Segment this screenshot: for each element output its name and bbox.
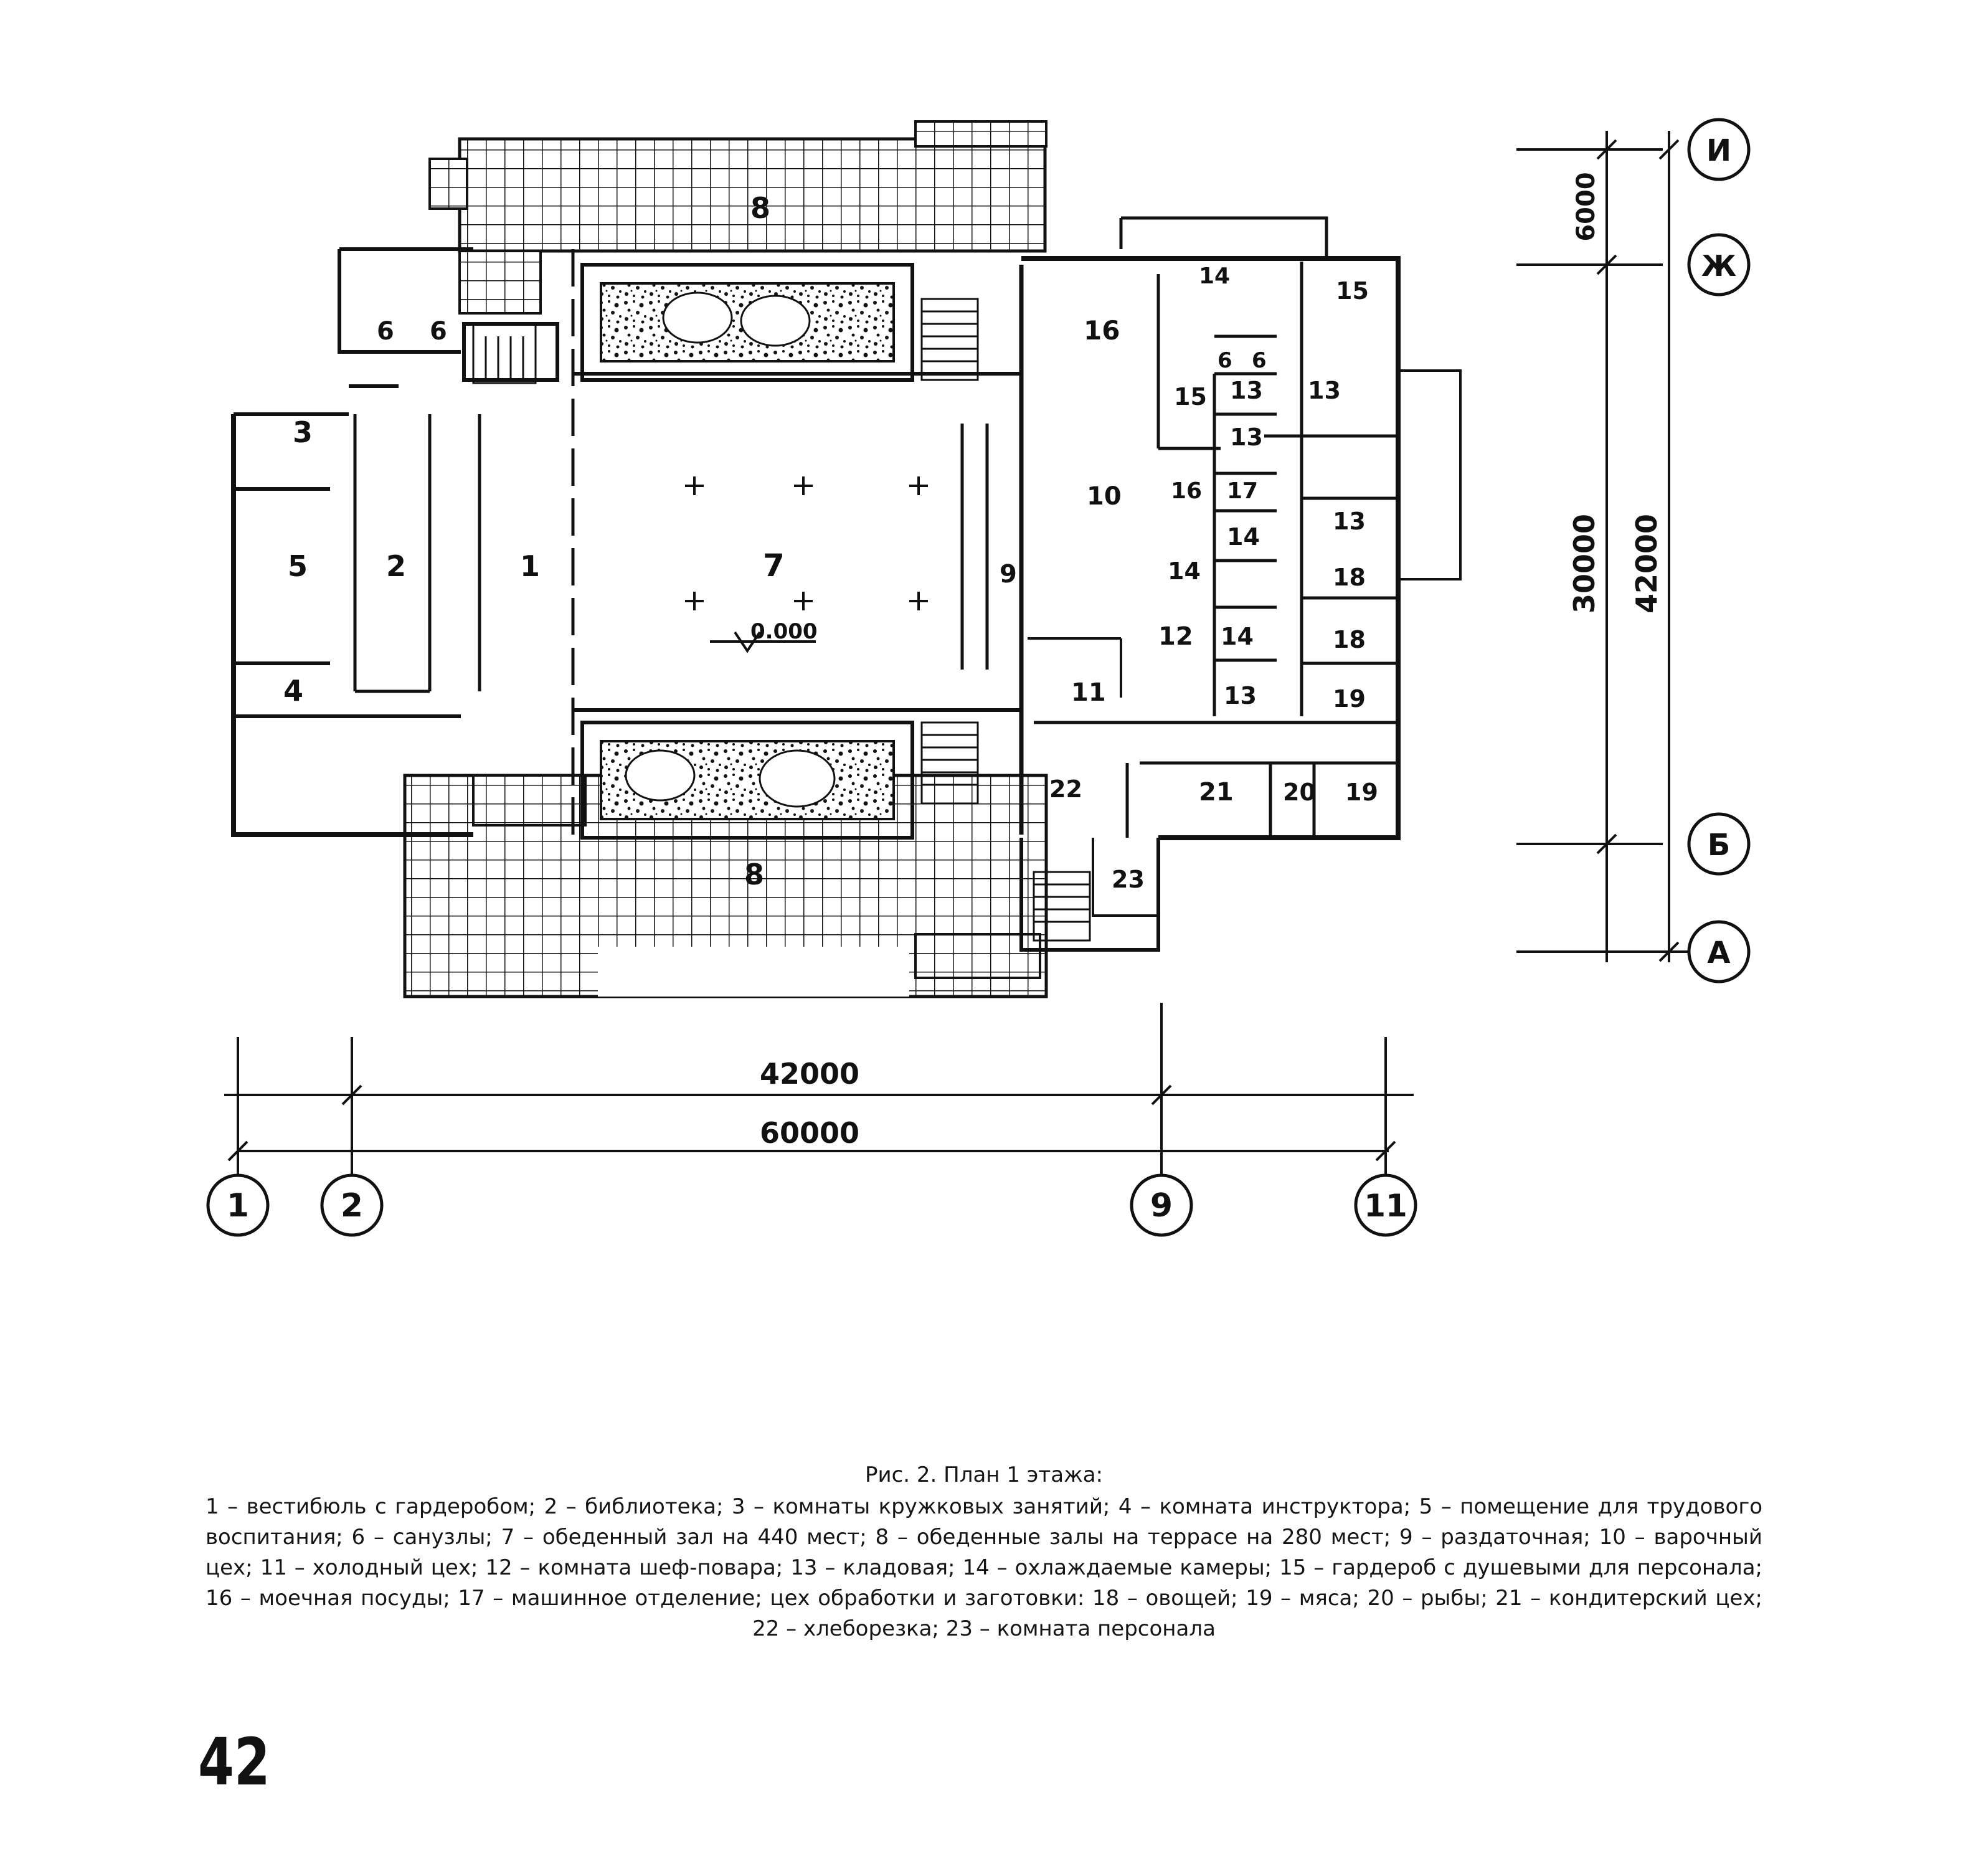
room-label-16b: 16: [1171, 478, 1202, 504]
room-label-11: 11: [1071, 678, 1106, 707]
room-label-13b: 13: [1230, 424, 1263, 451]
axis-label-11: 11: [1364, 1188, 1407, 1224]
caption-legend: 1 – вестибюль с гардеробом; 2 – библиоте…: [206, 1494, 1762, 1641]
hall-columns: [685, 476, 928, 610]
room-label-14c: 14: [1168, 557, 1201, 585]
axis-labels: 1 2 9 11 И Ж Б А: [227, 133, 1736, 1225]
room-label-19a: 19: [1333, 685, 1366, 713]
room-label-12: 12: [1158, 622, 1193, 651]
room-label-21: 21: [1199, 778, 1234, 807]
dim-bottom-outer: 60000: [760, 1116, 859, 1150]
room-label-6c: 6: [1218, 348, 1232, 373]
room-label-6b: 6: [430, 317, 447, 346]
room-label-9: 9: [1000, 560, 1017, 589]
room-label-16a: 16: [1084, 315, 1120, 346]
axis-label-9: 9: [1150, 1187, 1173, 1225]
room-label-13d: 13: [1333, 508, 1366, 535]
dim-right-middle: 30000: [1568, 514, 1601, 613]
dim-right-top: 6000: [1572, 172, 1601, 241]
room-label-6a: 6: [377, 317, 394, 346]
room-label-14a: 14: [1199, 263, 1230, 289]
dim-bottom-inner: 42000: [760, 1057, 859, 1091]
room-labels: 1 2 3 4 5 6 6 6 6 7 8 8 9 10 11 12 13 13…: [283, 191, 1378, 893]
axis-markers: [206, 118, 1751, 1237]
room-label-15b: 15: [1174, 383, 1207, 410]
dimension-lines: [224, 131, 1706, 1187]
axis-label-b: Б: [1708, 828, 1731, 863]
room-label-20: 20: [1283, 779, 1316, 806]
room-label-1: 1: [520, 549, 540, 583]
room-label-18a: 18: [1333, 564, 1366, 591]
axis-label-1: 1: [227, 1187, 249, 1225]
dimension-labels: 42000 60000 6000 30000 42000: [760, 172, 1663, 1150]
level-arrow: [710, 631, 816, 653]
terrace-north: [428, 120, 1047, 315]
room-label-17: 17: [1227, 478, 1258, 504]
room-label-13e: 13: [1224, 682, 1257, 709]
room-label-10: 10: [1087, 482, 1122, 511]
stairs: [472, 298, 1091, 942]
room-label-6d: 6: [1252, 348, 1267, 373]
room-label-7: 7: [763, 547, 785, 584]
room-label-4: 4: [283, 674, 303, 708]
planter-south: [580, 721, 914, 840]
axis-label-2: 2: [341, 1187, 363, 1225]
room-label-2: 2: [386, 549, 406, 583]
figure-caption: Рис. 2. План 1 этажа: 1 – вестибюль с га…: [206, 1460, 1762, 1644]
level-mark: 0.000: [750, 619, 818, 644]
axis-label-a: А: [1707, 936, 1730, 970]
room-label-13c: 13: [1308, 377, 1341, 404]
page-number: 42: [198, 1724, 270, 1800]
building-walls: [231, 216, 1462, 952]
room-label-5: 5: [288, 549, 308, 583]
room-label-23: 23: [1112, 866, 1145, 893]
room-label-22: 22: [1049, 775, 1082, 803]
room-label-13a: 13: [1230, 377, 1263, 404]
axis-label-zh: Ж: [1701, 249, 1736, 283]
room-label-8-north: 8: [750, 191, 770, 225]
caption-title: Рис. 2. План 1 этажа:: [865, 1462, 1103, 1487]
terrace-south: [403, 774, 1048, 998]
room-label-18b: 18: [1333, 626, 1366, 653]
room-label-3: 3: [293, 415, 313, 449]
room-label-15a: 15: [1336, 277, 1369, 305]
planter-north: [580, 263, 914, 382]
room-label-14d: 14: [1221, 623, 1254, 650]
dim-right-overall: 42000: [1630, 514, 1663, 613]
room-label-8-south: 8: [744, 858, 764, 891]
room-label-14b: 14: [1227, 523, 1260, 551]
axis-label-i: И: [1706, 133, 1731, 168]
room-label-19b: 19: [1345, 779, 1378, 806]
floor-plan-drawing: 1 2 3 4 5 6 6 6 6 7 8 8 9 10 11 12 13 13…: [206, 118, 1751, 1237]
